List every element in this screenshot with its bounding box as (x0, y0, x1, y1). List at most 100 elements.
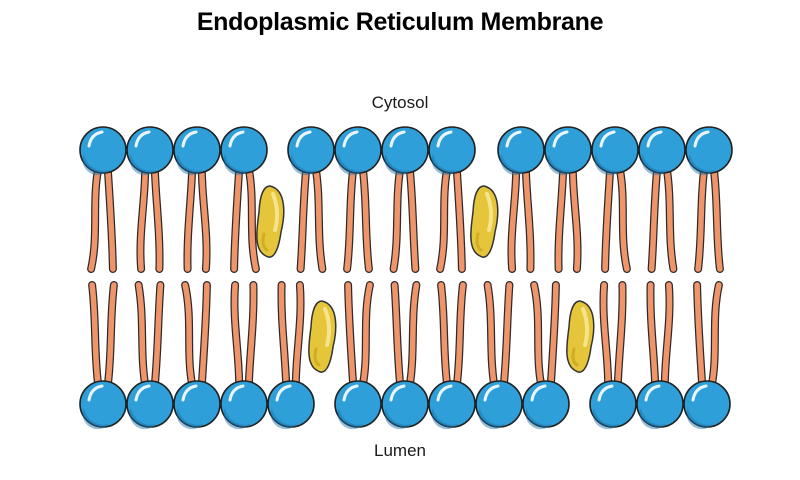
phospholipid (475, 281, 523, 430)
fatty-acid-tail (508, 166, 519, 272)
head-shading (384, 154, 411, 176)
phospholipid (173, 126, 221, 273)
phospholipid (334, 281, 382, 430)
fatty-acid-tail (390, 166, 403, 272)
membrane-protein (256, 185, 285, 258)
head-highlight (552, 130, 569, 148)
phospholipid (428, 281, 476, 430)
fatty-acid-tail (199, 166, 210, 272)
fatty-acid-tail (105, 282, 117, 388)
phospholipid (287, 126, 335, 273)
phospholipid (220, 281, 268, 430)
head-highlight (693, 130, 710, 148)
diagram-title: Endoplasmic Reticulum Membrane (196, 8, 604, 36)
fatty-acid-tail (246, 166, 259, 272)
head-highlight (644, 384, 661, 402)
head-highlight (228, 130, 245, 148)
phospholipid (126, 281, 174, 430)
fatty-acid-tail (600, 282, 611, 388)
phospholipid (220, 126, 268, 273)
head-shading (337, 408, 364, 430)
head-shading (176, 154, 203, 176)
head-highlight (436, 130, 453, 148)
fatty-acid-tail (360, 282, 373, 388)
phospholipid (126, 126, 174, 273)
fatty-acid-tail (484, 282, 497, 388)
phospholipid (381, 281, 429, 430)
protein-shade (475, 232, 483, 252)
head-shading (525, 408, 552, 430)
fatty-acid-tail (88, 166, 101, 272)
fatty-acid-tail (152, 282, 164, 388)
head-highlight (646, 130, 663, 148)
fatty-acid-tail (105, 166, 116, 272)
head-shading (592, 408, 619, 430)
head-highlight (483, 384, 500, 402)
fatty-acid-tail (662, 282, 673, 388)
head-highlight (389, 384, 406, 402)
head-shading (594, 154, 621, 176)
fatty-acid-tail (602, 166, 613, 272)
head-highlight (134, 130, 151, 148)
fatty-acid-tail (231, 166, 242, 272)
phospholipid (497, 126, 545, 273)
phospholipid (79, 126, 127, 273)
head-highlight (342, 384, 359, 402)
fatty-acid-tail (152, 166, 163, 272)
head-highlight (342, 130, 359, 148)
fatty-acid-tail (182, 282, 195, 388)
fatty-acid-tail (647, 282, 658, 388)
phospholipid (267, 281, 315, 430)
protein-body (470, 185, 499, 258)
head-shading (641, 154, 668, 176)
protein-shade (261, 232, 269, 252)
phospholipid (79, 281, 127, 430)
head-shading (176, 408, 203, 430)
head-shading (270, 408, 297, 430)
phospholipid (589, 281, 637, 430)
head-highlight (134, 384, 151, 402)
fatty-acid-tail (89, 282, 101, 388)
fatty-acid-tail (523, 166, 534, 272)
fatty-acid-tail (664, 166, 677, 272)
head-shading (129, 154, 156, 176)
fatty-acid-tail (297, 166, 309, 272)
fatty-acid-tail (555, 166, 566, 272)
phospholipid (381, 126, 429, 273)
protein-body (308, 300, 337, 373)
head-highlight (691, 384, 708, 402)
phospholipid (334, 126, 382, 273)
lumen-label: Lumen (374, 441, 426, 460)
fatty-acid-tail (293, 282, 304, 388)
fatty-acid-tail (391, 282, 403, 388)
head-shading (129, 408, 156, 430)
fatty-acid-tail (360, 166, 372, 272)
head-highlight (228, 384, 245, 402)
lower-leaflet (79, 281, 731, 430)
head-highlight (295, 130, 312, 148)
fatty-acid-tail (570, 166, 581, 272)
head-highlight (181, 130, 198, 148)
protein-highlight (485, 192, 494, 232)
fatty-acid-tail (437, 166, 450, 272)
fatty-acid-tail (648, 166, 660, 272)
fatty-acid-tail (184, 166, 195, 272)
fatty-acid-tail (135, 282, 148, 388)
head-shading (431, 408, 458, 430)
fatty-acid-tail (615, 282, 626, 388)
fatty-acid-tail (501, 282, 513, 388)
head-shading (686, 408, 713, 430)
phospholipid (544, 126, 592, 273)
phospholipid (636, 281, 684, 430)
phospholipid (638, 126, 686, 273)
head-shading (384, 408, 411, 430)
membrane-protein (470, 185, 499, 258)
head-shading (223, 154, 250, 176)
fatty-acid-tail (137, 166, 148, 272)
protein-highlight (581, 307, 590, 347)
fatty-acid-tail (531, 282, 544, 388)
protein-shade (571, 347, 579, 367)
head-highlight (436, 384, 453, 402)
head-highlight (597, 384, 614, 402)
